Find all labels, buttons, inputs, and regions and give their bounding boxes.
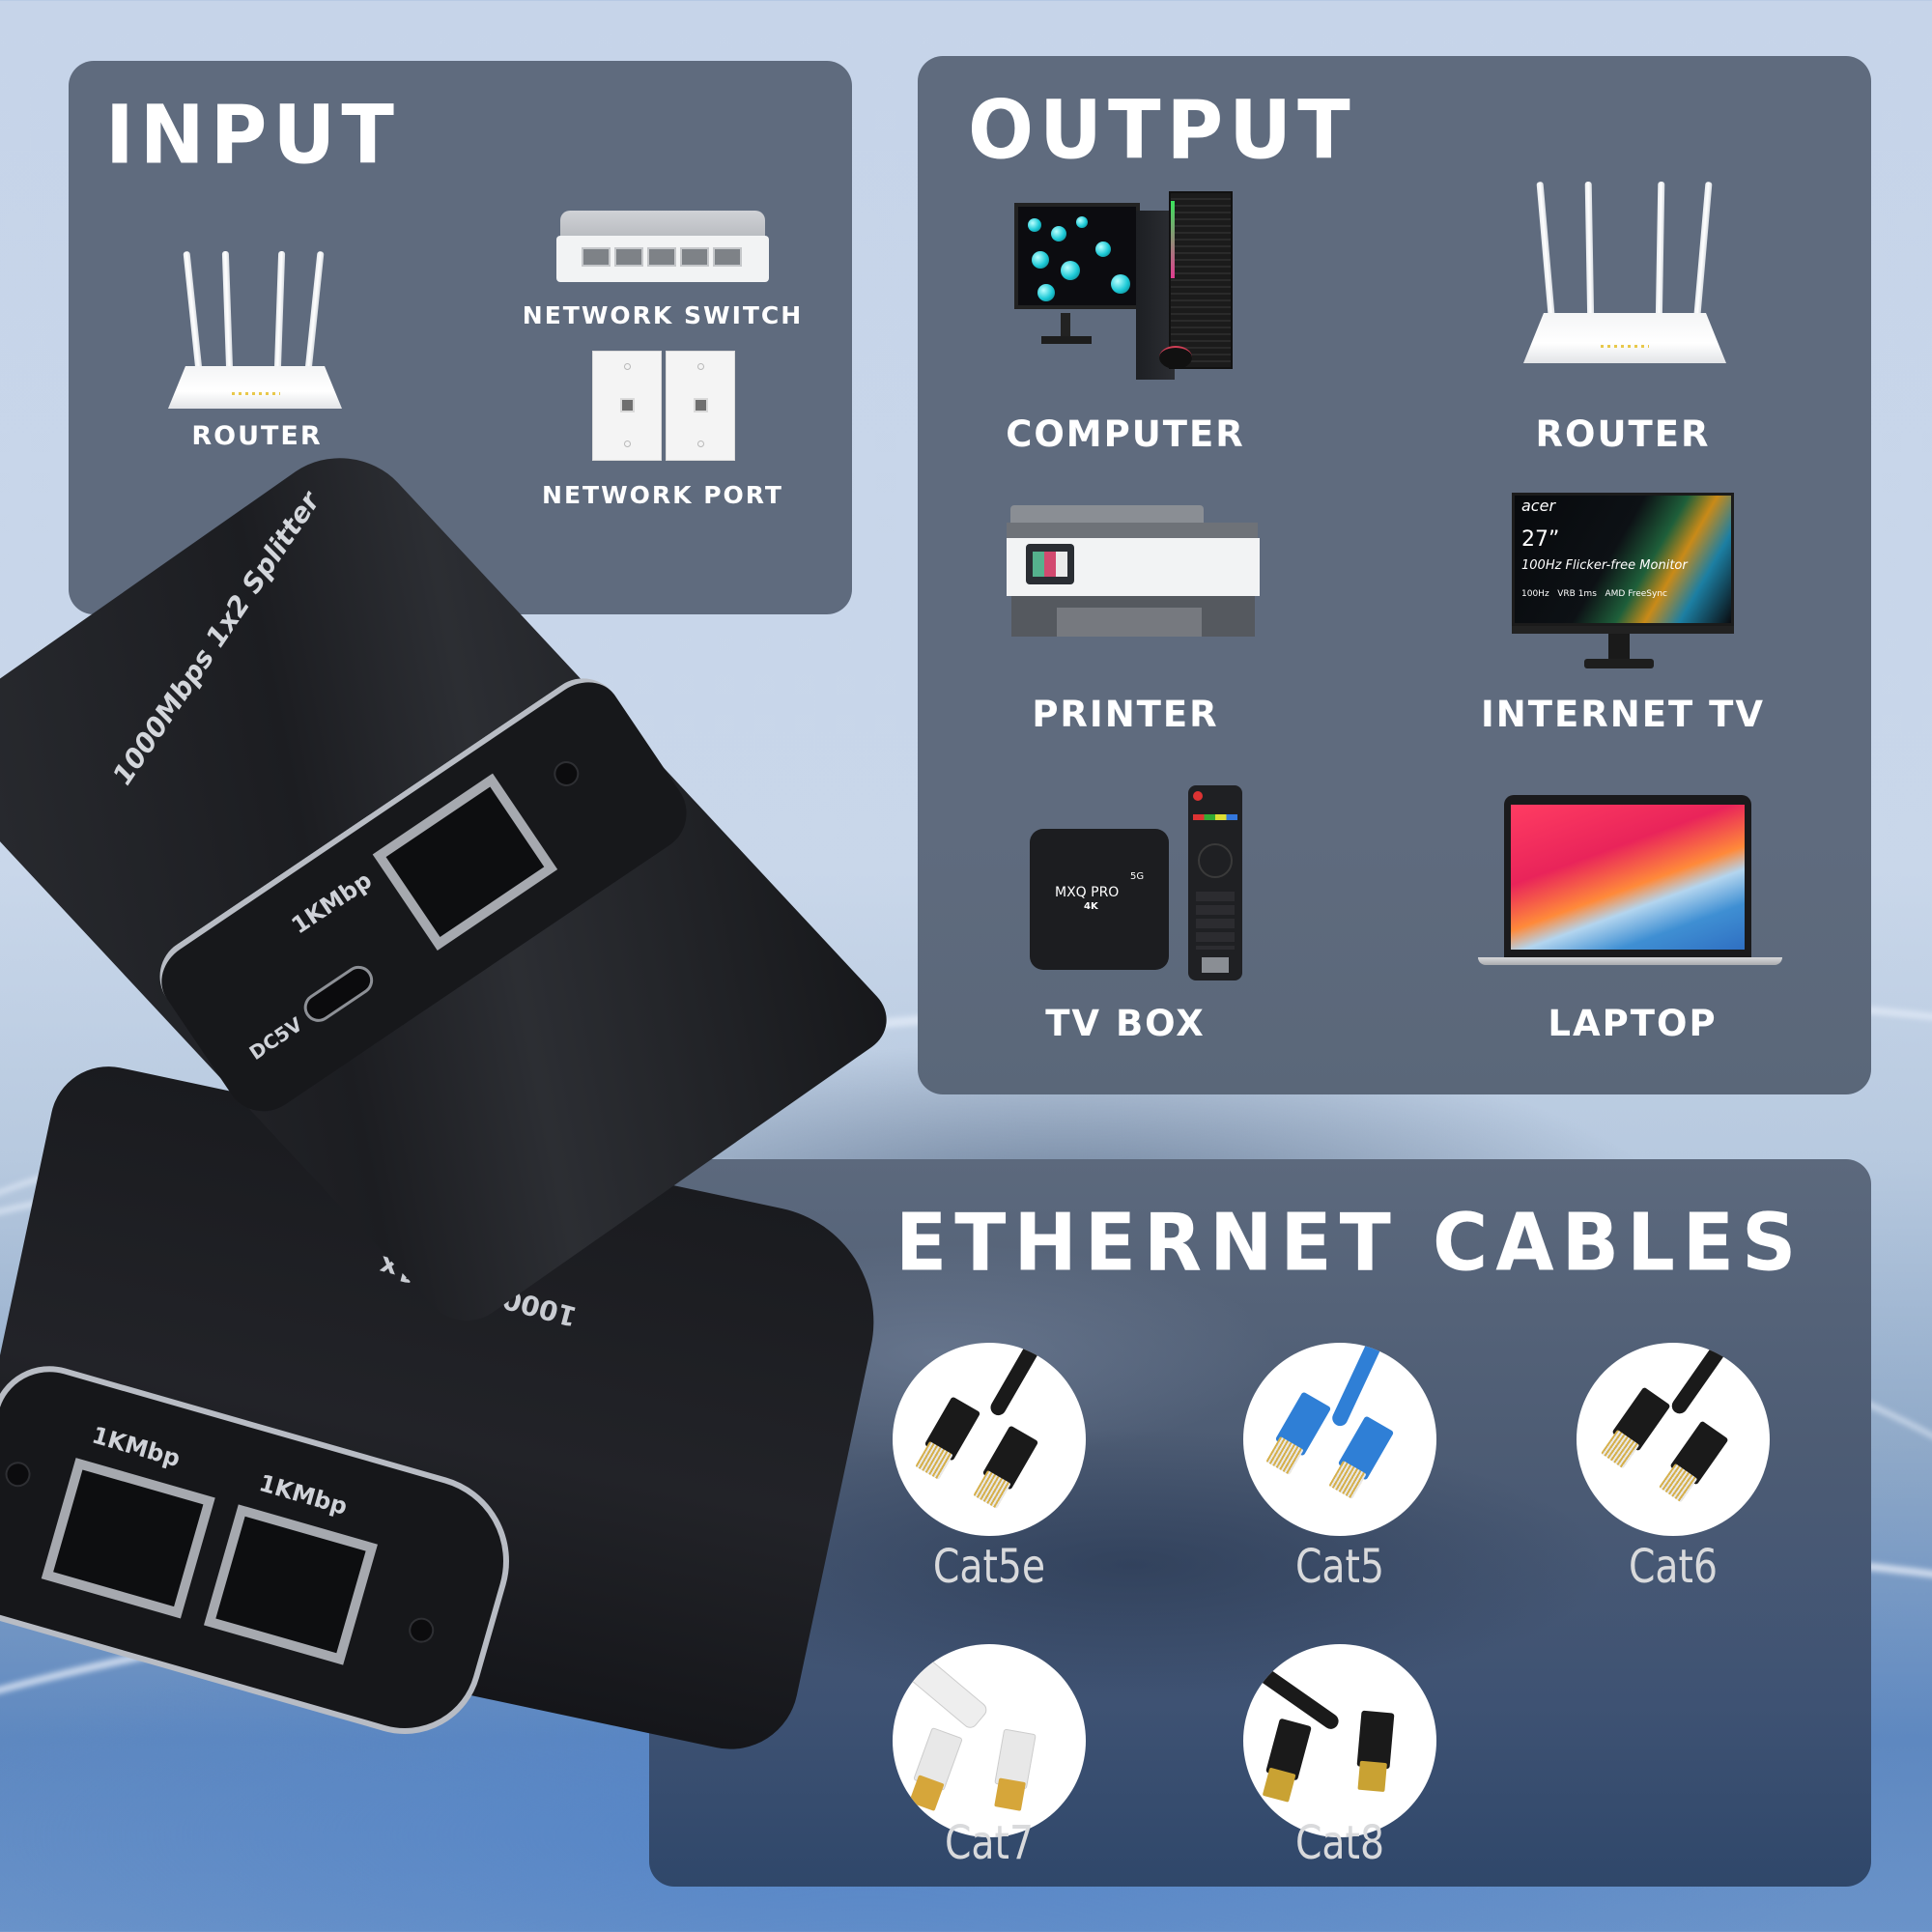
- cable-label-cat5: Cat5: [1294, 1540, 1385, 1594]
- wall-network-port-icon: [666, 351, 735, 461]
- input-label-network-switch: NETWORK SWITCH: [522, 301, 804, 329]
- monitor-badge: AMD FreeSync: [1605, 589, 1668, 599]
- router-icon: [1523, 181, 1726, 363]
- wall-network-port-icon: [592, 351, 662, 461]
- cable-label-cat8: Cat8: [1294, 1816, 1385, 1870]
- desktop-computer-icon: [1014, 191, 1256, 384]
- network-switch-icon: [556, 211, 769, 283]
- monitor-icon: acer 27” 100Hz Flicker-free Monitor 100H…: [1512, 493, 1736, 672]
- cat7-cable-icon: [893, 1644, 1086, 1837]
- output-label-router: ROUTER: [1535, 413, 1711, 455]
- ethernet-cables-panel: ETHERNET CABLES Cat5e Cat5 Cat6 Cat7 Cat…: [649, 1159, 1871, 1887]
- rj45-output-port-1: [41, 1458, 215, 1619]
- laptop-icon: [1478, 795, 1782, 974]
- input-panel: INPUT ROUTER NETWORK SWITCH NETWORK PORT: [69, 61, 852, 614]
- cat5-cable-icon: [1243, 1343, 1436, 1536]
- output-title: OUTPUT: [968, 83, 1356, 178]
- output-label-internet-tv: INTERNET TV: [1481, 694, 1765, 735]
- monitor-size: 27”: [1521, 527, 1560, 552]
- output-label-computer: COMPUTER: [1006, 413, 1245, 455]
- tvbox-resolution: 4K: [1084, 901, 1098, 912]
- usb-c-power-port: [298, 960, 379, 1028]
- monitor-badge: VRB 1ms: [1557, 589, 1597, 599]
- monitor-badge: 100Hz: [1521, 589, 1549, 599]
- screw-icon: [549, 755, 584, 792]
- cat8-cable-icon: [1243, 1644, 1436, 1837]
- ethernet-cables-title: ETHERNET CABLES: [895, 1198, 1804, 1290]
- rj45-input-port: [372, 773, 558, 951]
- router-icon: [168, 250, 342, 409]
- output-panel: OUTPUT COMPUTER ROUTER: [918, 56, 1871, 1094]
- printer-icon: [1007, 505, 1263, 645]
- tvbox-tag: 5G: [1130, 871, 1145, 882]
- output-label-laptop: LAPTOP: [1548, 1003, 1718, 1044]
- output-label-printer: PRINTER: [1032, 694, 1219, 735]
- power-label: DC5V: [244, 1012, 307, 1065]
- screw-icon: [406, 1614, 438, 1646]
- output-label-tv-box: TV BOX: [1045, 1003, 1206, 1044]
- tv-box-icon: MXQ PRO 4K 5G: [1026, 771, 1258, 988]
- cable-label-cat7: Cat7: [944, 1816, 1035, 1870]
- cat5e-cable-icon: [893, 1343, 1086, 1536]
- cable-label-cat6: Cat6: [1628, 1540, 1719, 1594]
- screw-icon: [2, 1459, 34, 1491]
- input-label-network-port: NETWORK PORT: [542, 481, 783, 509]
- rj45-output-port-2: [203, 1504, 378, 1665]
- tvbox-brand: MXQ PRO: [1055, 885, 1120, 900]
- cat6-cable-icon: [1577, 1343, 1770, 1536]
- cable-label-cat5e: Cat5e: [932, 1540, 1046, 1594]
- monitor-headline: 100Hz Flicker-free Monitor: [1521, 558, 1688, 573]
- input-title: INPUT: [105, 88, 400, 183]
- input-port-label: 1KMbp: [286, 866, 377, 940]
- input-label-router: ROUTER: [191, 421, 323, 451]
- monitor-brand: acer: [1521, 497, 1556, 515]
- remote-control-icon: [1188, 785, 1242, 980]
